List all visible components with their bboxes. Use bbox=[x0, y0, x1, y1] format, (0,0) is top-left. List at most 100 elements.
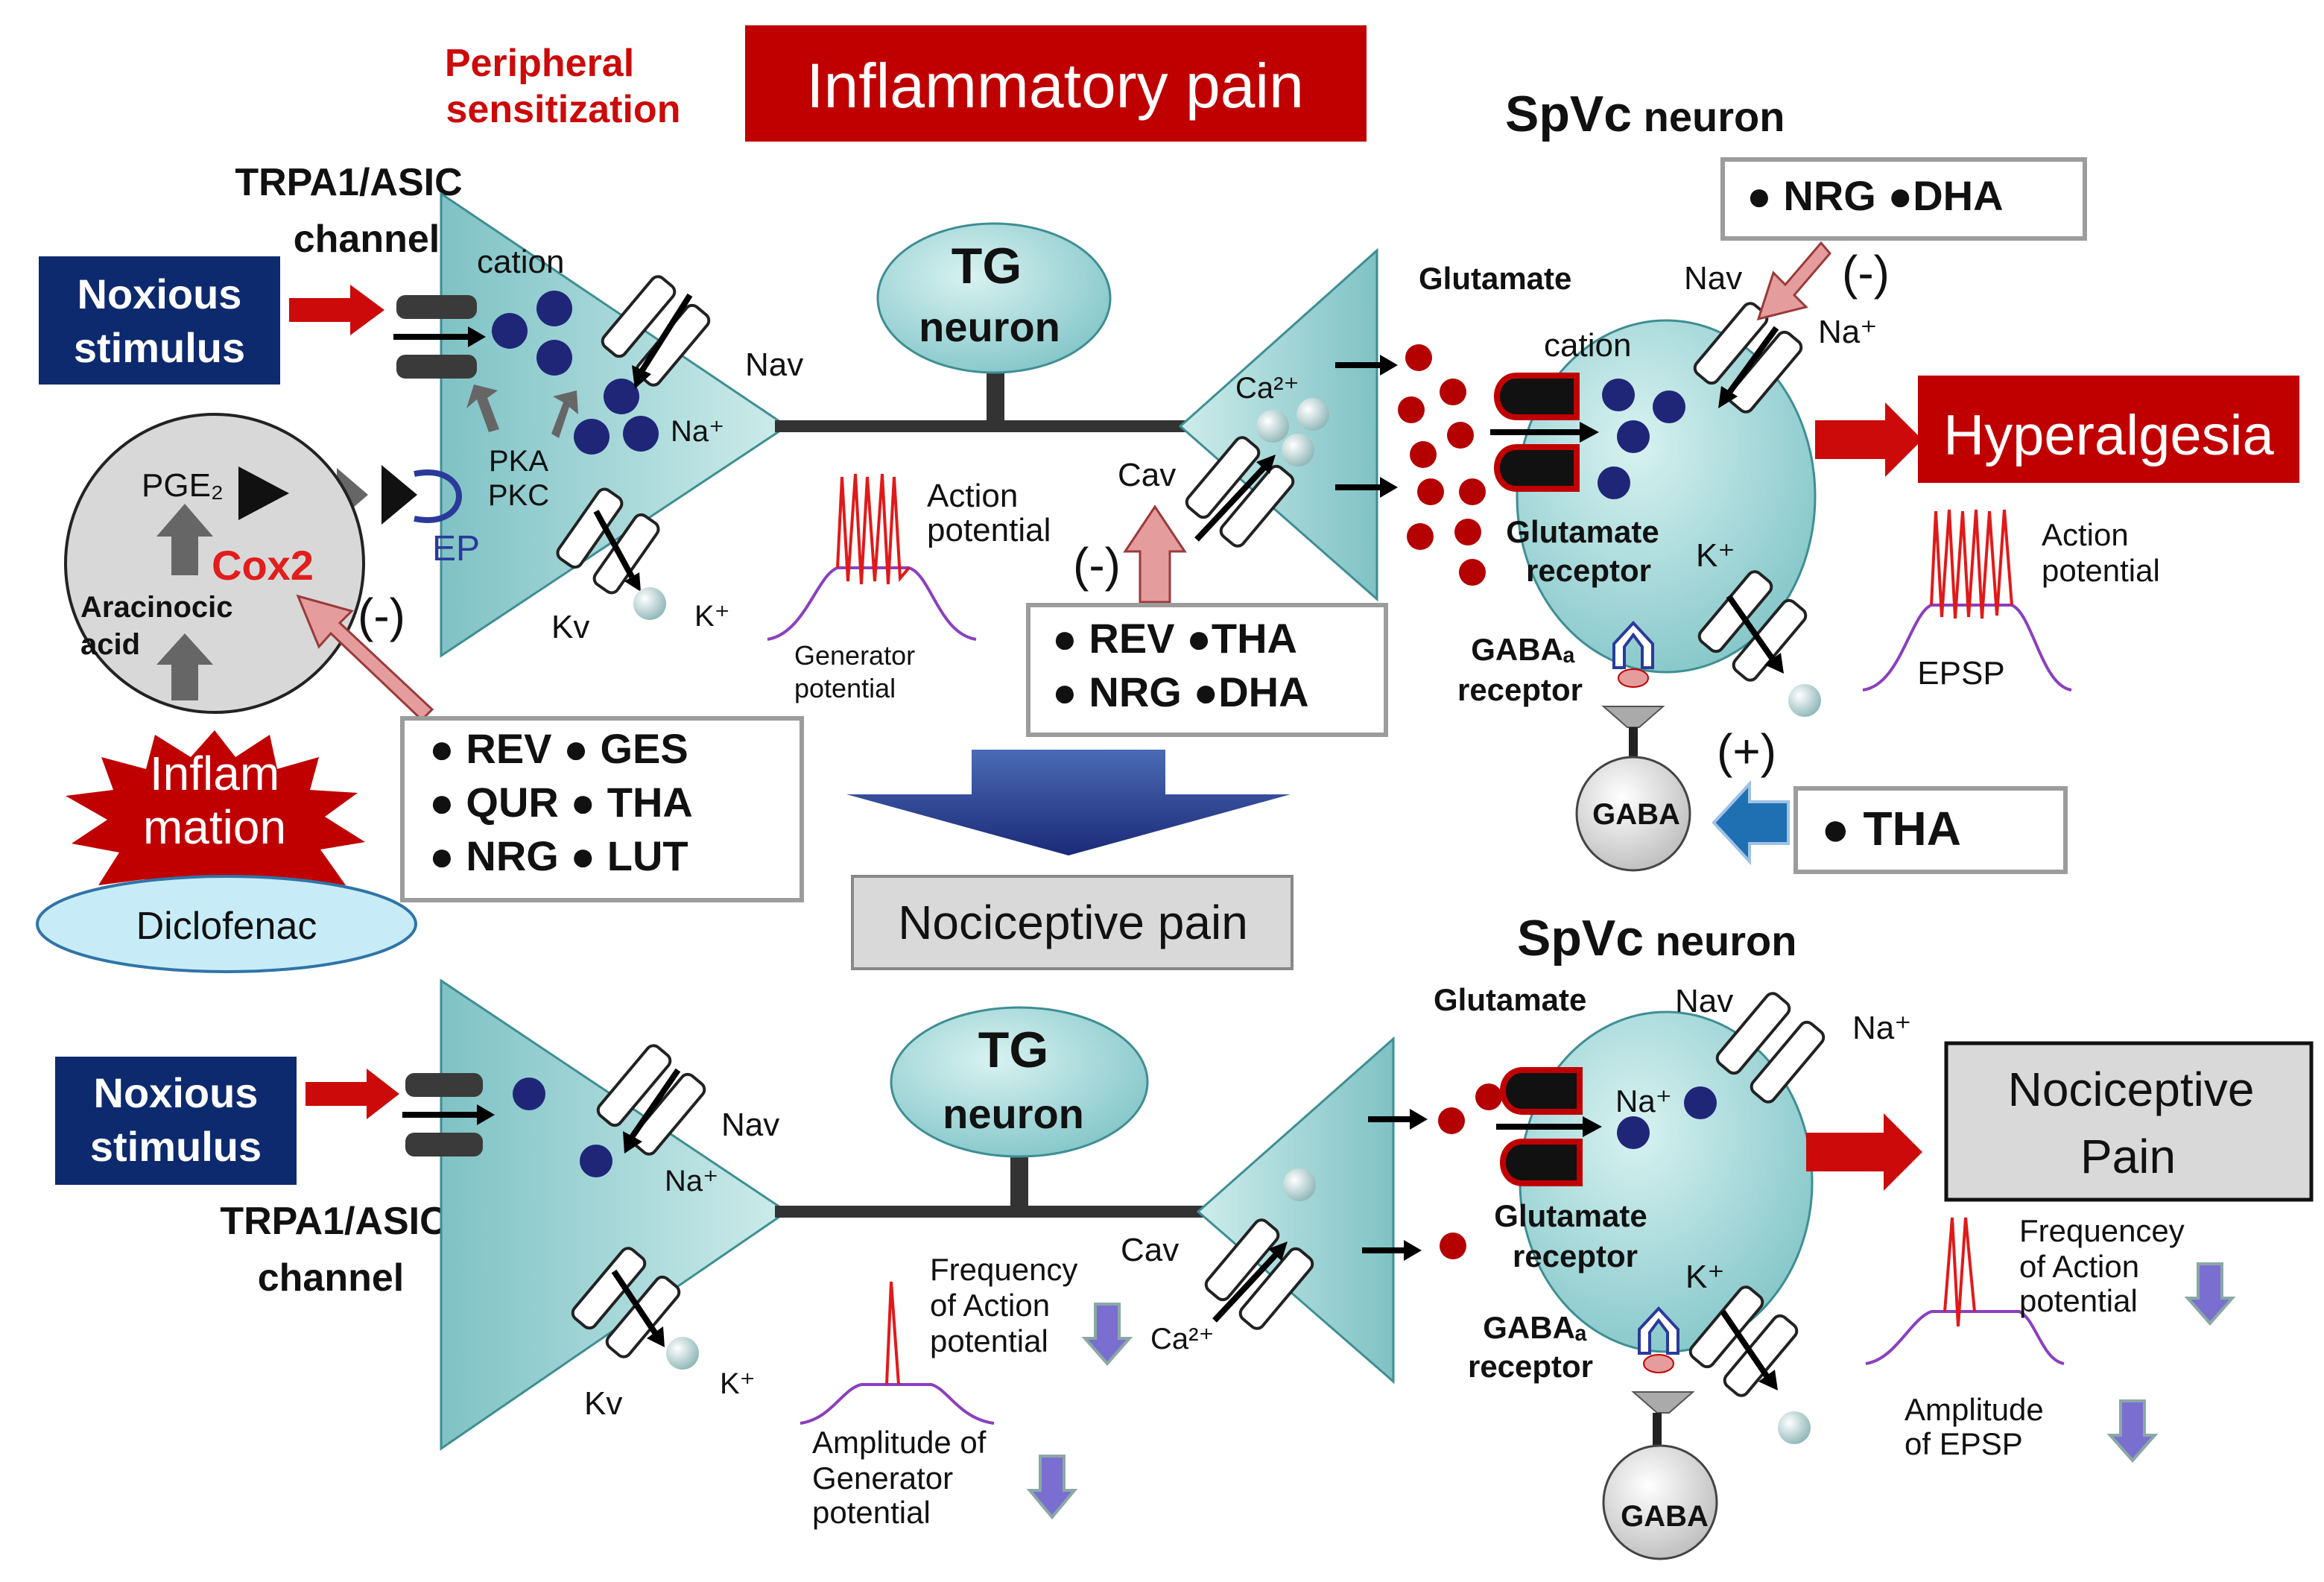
compound-box-tha bbox=[1793, 786, 2068, 874]
generator-potential-line1-top: Generator bbox=[794, 640, 915, 671]
gabaa-binding-site-bottom bbox=[1643, 1354, 1674, 1373]
compound-list-nav-line1: ● NRG ●DHA bbox=[1747, 172, 2004, 219]
action-potential-spvc-line2-top: potential bbox=[2042, 553, 2160, 588]
cation-dot bbox=[513, 1078, 545, 1110]
kv-efflux-arrow-bottom bbox=[611, 1269, 659, 1336]
tg-neuron-body-top bbox=[876, 222, 1112, 374]
generator-potential-trace-top bbox=[767, 566, 977, 641]
kv-efflux-arrowhead-spvc-bottom bbox=[1758, 1370, 1778, 1390]
hyperalgesia-label: Hyperalgesia bbox=[1943, 404, 2274, 467]
glutamate-dot bbox=[1440, 1233, 1466, 1259]
trpa1-channel-upper-bottom bbox=[405, 1073, 483, 1097]
cation-dot bbox=[1653, 390, 1685, 423]
glutamate-receptor-line2-top: receptor bbox=[1526, 553, 1651, 588]
compound-list-cox2-line2: ● QUR ● THA bbox=[429, 779, 693, 826]
kv-efflux-arrowhead-top bbox=[624, 572, 641, 592]
amplitude-gp-line1-bottom: Amplitude of bbox=[812, 1425, 987, 1460]
kv-efflux-arrowhead-spvc-top bbox=[1764, 653, 1784, 674]
kv-label-bottom: Kv bbox=[584, 1385, 622, 1422]
inflammatory-pain-title: Inflammatory pain bbox=[806, 51, 1304, 121]
inflammation-line2: mation bbox=[143, 800, 286, 854]
compound-list-box-nav bbox=[1720, 157, 2087, 241]
cav-channel-top bbox=[1185, 436, 1295, 548]
compound-list-cav-line2: ● NRG ●DHA bbox=[1052, 668, 1309, 715]
noxious-stimulus-line1-top: Noxious bbox=[77, 270, 242, 317]
cation-dot bbox=[623, 416, 659, 452]
nav-minus-label: (-) bbox=[1842, 246, 1890, 300]
decrease-arrow-frequency-spvc bbox=[2184, 1262, 2236, 1326]
cation-label-spvc-top: cation bbox=[1544, 327, 1631, 364]
k-plus-label-spvc-bottom: K⁺ bbox=[1685, 1259, 1725, 1295]
ca2-label-top: Ca²⁺ bbox=[1235, 372, 1299, 405]
gaba-label-top: GABA bbox=[1592, 798, 1680, 831]
pge2-label: PGE₂ bbox=[142, 467, 224, 504]
cation-label-top-left: cation bbox=[477, 244, 564, 280]
cav-influx-arrowhead-top bbox=[1256, 455, 1276, 474]
frequency-ap-line3-bottom: potential bbox=[930, 1323, 1048, 1358]
frequencey-ap-line3-bottom: potential bbox=[2019, 1283, 2138, 1318]
gabaa-receptor-icon-bottom bbox=[1638, 1306, 1679, 1355]
frequency-ap-line1-bottom: Frequency bbox=[930, 1252, 1077, 1287]
trpa1-label-line2-top: channel bbox=[294, 218, 440, 261]
decrease-arrow-amplitude-gp bbox=[1026, 1455, 1078, 1520]
glutamate-dot bbox=[1410, 441, 1437, 468]
pka-label: PKA bbox=[489, 445, 548, 478]
hyperalgesia-arrow bbox=[1815, 402, 1922, 477]
tg-neuron-line1-bottom: TG bbox=[978, 1022, 1048, 1078]
diclofenac-ellipse bbox=[36, 875, 417, 973]
noxious-stimulus-box-bottom bbox=[55, 1057, 297, 1185]
cation-dot bbox=[536, 340, 572, 376]
pka-arrow-icon bbox=[466, 385, 499, 432]
pge2-ligand-icon bbox=[381, 465, 417, 525]
cox2-label: Cox2 bbox=[212, 542, 314, 589]
nociceptive-pain-line2-bottom: Pain bbox=[2080, 1130, 2176, 1183]
ca-ion-ball bbox=[1256, 410, 1289, 443]
compound-list-cox2-line3: ● NRG ● LUT bbox=[429, 832, 688, 879]
kv-efflux-arrow-spvc-bottom bbox=[1720, 1309, 1770, 1379]
pge2-ligand-triangle bbox=[238, 466, 289, 520]
glutamate-dot bbox=[1407, 523, 1434, 550]
tha-blue-arrow bbox=[1712, 779, 1790, 866]
gabaa-receptor-line2-top: receptor bbox=[1457, 672, 1583, 707]
glutamate-dot bbox=[1440, 379, 1466, 405]
glutamate-receptor-line1-bottom: Glutamate bbox=[1494, 1198, 1647, 1233]
cox2-minus-label: (-) bbox=[358, 589, 405, 642]
k-ion-ball-top bbox=[633, 587, 666, 620]
glutamate-label-bottom: Glutamate bbox=[1434, 982, 1586, 1017]
ca-ion-ball bbox=[1282, 434, 1314, 466]
cav-label-top: Cav bbox=[1118, 457, 1176, 493]
cav-influx-arrow-top bbox=[1194, 466, 1266, 542]
frequencey-ap-line1-bottom: Frequencey bbox=[2019, 1213, 2185, 1248]
glutamate-dot bbox=[1438, 1107, 1465, 1134]
cav-channel-bottom bbox=[1204, 1218, 1314, 1330]
k-plus-label-spvc-top: K⁺ bbox=[1696, 537, 1735, 574]
na-plus-label-spvc-bottom-outside: Na⁺ bbox=[1852, 1010, 1911, 1046]
inflammation-line1: Inflam bbox=[150, 747, 279, 800]
hyperalgesia-box bbox=[1918, 376, 2299, 483]
trpa1-label-line1-bottom: TRPA1/ASIC bbox=[220, 1200, 447, 1243]
tg-central-terminal-bottom bbox=[1196, 1036, 1395, 1385]
glutamate-receptor-lower-top bbox=[1494, 444, 1580, 492]
peripheral-sensitization-line2: sensitization bbox=[446, 88, 681, 131]
compound-list-cav-line1: ● REV ●THA bbox=[1052, 615, 1297, 662]
cav-influx-arrow-bottom bbox=[1212, 1253, 1278, 1323]
glutamate-receptor-line2-bottom: receptor bbox=[1513, 1238, 1638, 1273]
aracinocic-acid-line1: Aracinocic bbox=[80, 591, 233, 624]
ca-ion-ball bbox=[1283, 1168, 1316, 1201]
glutamate-receptor-lower-bottom bbox=[1500, 1139, 1583, 1186]
trpa1-channel-upper-top bbox=[396, 295, 477, 319]
aracinocic-acid-line2: acid bbox=[80, 628, 140, 661]
gaba-ball-top bbox=[1575, 756, 1691, 872]
compound-list-cox2-line1: ● REV ● GES bbox=[429, 725, 688, 772]
cav-label-bottom: Cav bbox=[1121, 1232, 1179, 1268]
nociceptive-pain-title: Nociceptive pain bbox=[898, 896, 1248, 949]
compound-list-box-cox2 bbox=[400, 716, 804, 902]
noxious-stimulus-line2-top: stimulus bbox=[74, 324, 245, 371]
nav-influx-arrowhead-spvc-top bbox=[1718, 386, 1738, 408]
inflammatory-pain-banner bbox=[745, 25, 1367, 142]
frequency-ap-line2-bottom: of Action bbox=[930, 1288, 1050, 1323]
cation-dot bbox=[604, 379, 639, 414]
cation-dot bbox=[1598, 466, 1630, 499]
gabaa-binding-site-top bbox=[1618, 668, 1649, 688]
gabaa-receptor-line1-bottom: GABAₐ bbox=[1483, 1310, 1587, 1345]
